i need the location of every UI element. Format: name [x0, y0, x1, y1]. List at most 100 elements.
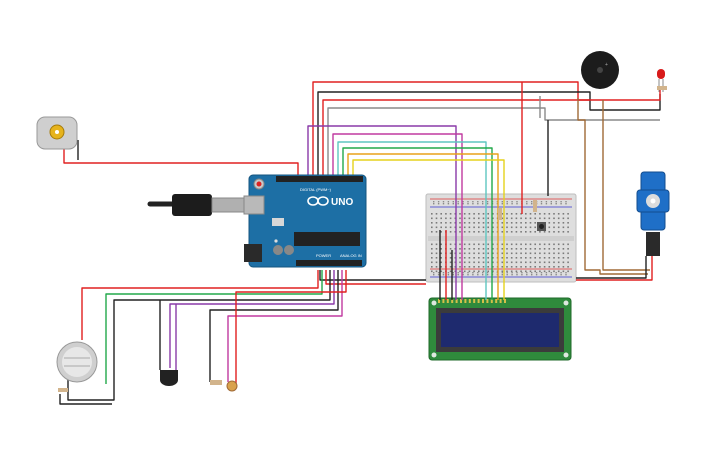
- breadboard-hole: [529, 226, 532, 229]
- breadboard-hole: [473, 243, 475, 246]
- breadboard-hole: [543, 217, 546, 220]
- breadboard-hole: [482, 270, 485, 273]
- breadboard-rail-hole: [477, 272, 479, 274]
- breadboard-hole: [534, 270, 536, 273]
- breadboard-rail-hole: [462, 274, 464, 276]
- breadboard-hole: [562, 217, 565, 220]
- breadboard-rail-hole: [501, 274, 503, 276]
- breadboard-hole: [440, 231, 442, 233]
- breadboard-hole: [557, 257, 560, 259]
- breadboard-hole: [492, 270, 494, 273]
- red-led[interactable]: [657, 69, 667, 92]
- piezo-buzzer[interactable]: +: [581, 51, 619, 89]
- breadboard-hole: [473, 226, 475, 229]
- breadboard-hole: [440, 222, 442, 224]
- breadboard-hole: [487, 243, 489, 246]
- breadboard-rail-hole: [531, 272, 533, 274]
- breadboard-hole: [431, 243, 433, 246]
- breadboard-hole: [473, 270, 475, 273]
- breadboard-hole: [506, 222, 508, 224]
- breadboard-hole: [463, 217, 466, 220]
- breadboard-hole: [543, 243, 546, 246]
- lcd-pin: [499, 299, 502, 303]
- breadboard-hole: [487, 226, 489, 229]
- breadboard-hole: [548, 257, 551, 259]
- breadboard-hole: [431, 257, 433, 259]
- breadboard-hole: [539, 257, 541, 259]
- breadboard-hole: [539, 261, 541, 264]
- breadboard-hole: [463, 266, 466, 268]
- breadboard-hole: [468, 261, 471, 264]
- breadboard-hole: [501, 257, 504, 259]
- breadboard-rail-hole: [437, 203, 440, 205]
- breadboard-hole: [487, 248, 489, 250]
- pushbutton[interactable]: [537, 222, 546, 231]
- breadboard-hole: [473, 213, 475, 215]
- breadboard-hole: [440, 257, 442, 259]
- breadboard-rail-hole: [482, 201, 484, 203]
- breadboard-hole: [431, 226, 433, 229]
- gas-sensor[interactable]: [56, 341, 98, 392]
- breadboard-hole: [435, 243, 438, 246]
- breadboard-rail-hole: [550, 274, 552, 276]
- breadboard-rail-hole: [506, 274, 508, 276]
- breadboard-hole: [449, 270, 452, 273]
- breadboard-hole: [506, 226, 508, 229]
- breadboard-hole: [492, 226, 494, 229]
- breadboard-rail-hole: [452, 203, 454, 205]
- breadboard-rail-hole: [535, 272, 538, 274]
- breadboard-hole: [567, 266, 569, 268]
- breadboard-rail-hole: [550, 203, 552, 205]
- breadboard-rail-hole: [521, 272, 523, 274]
- breadboard-hole: [520, 217, 522, 220]
- breadboard-hole: [534, 252, 536, 255]
- breadboard-hole: [557, 270, 560, 273]
- breadboard-hole: [492, 261, 494, 264]
- breadboard-hole: [501, 222, 504, 224]
- breadboard-hole: [557, 248, 560, 250]
- breadboard-hole: [473, 217, 475, 220]
- arduino-uno[interactable]: UNO DIGITAL (PWM~) POWER ANALOG IN: [243, 174, 367, 268]
- breadboard-hole: [449, 226, 452, 229]
- breadboard-hole: [520, 213, 522, 215]
- lcd-16x2[interactable]: [428, 297, 572, 361]
- breadboard[interactable]: [425, 193, 577, 283]
- breadboard-hole: [520, 252, 522, 255]
- breadboard-rail-hole: [565, 201, 567, 203]
- breadboard-hole: [567, 270, 569, 273]
- breadboard-hole: [431, 270, 433, 273]
- breadboard-hole: [482, 261, 485, 264]
- breadboard-rail-hole: [501, 272, 503, 274]
- breadboard-hole: [468, 248, 471, 250]
- breadboard-rail-hole: [486, 272, 489, 274]
- breadboard-hole: [431, 261, 433, 264]
- dc-motor[interactable]: [36, 116, 78, 150]
- micro-servo[interactable]: [636, 171, 670, 256]
- breadboard-hole: [510, 217, 513, 220]
- breadboard-hole: [478, 243, 480, 246]
- breadboard-rail-hole: [516, 201, 518, 203]
- breadboard-hole: [510, 222, 513, 224]
- breadboard-hole: [534, 222, 536, 224]
- breadboard-hole: [539, 217, 541, 220]
- temperature-sensor[interactable]: [160, 370, 178, 386]
- breadboard-hole: [525, 213, 527, 215]
- lcd-pin: [490, 299, 493, 303]
- arduino-logo-icon: [307, 196, 329, 206]
- gas-sensor-resistor: [58, 388, 68, 392]
- breadboard-hole: [567, 243, 569, 246]
- breadboard-hole: [553, 222, 555, 224]
- breadboard-hole: [492, 266, 494, 268]
- breadboard-hole: [557, 261, 560, 264]
- breadboard-hole: [440, 252, 442, 255]
- breadboard-rail-hole: [521, 274, 523, 276]
- breadboard-hole: [468, 257, 471, 259]
- photoresistor[interactable]: [210, 380, 238, 392]
- breadboard-hole: [567, 252, 569, 255]
- breadboard-hole: [473, 231, 475, 233]
- breadboard-rail-hole: [472, 272, 474, 274]
- breadboard-rail-hole: [467, 274, 469, 276]
- breadboard-rail-hole: [442, 272, 445, 274]
- breadboard-hole: [487, 261, 489, 264]
- breadboard-hole: [449, 217, 452, 220]
